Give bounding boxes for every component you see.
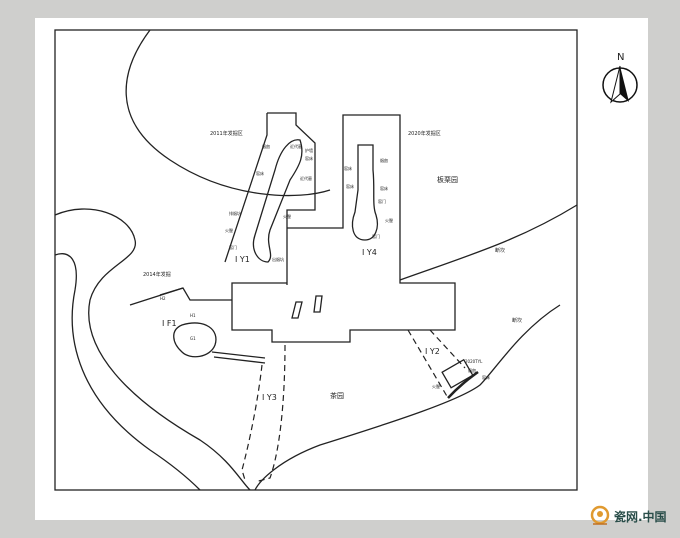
scarp-line xyxy=(254,304,561,491)
y1-note: 火膛 xyxy=(225,227,233,233)
y4-note: 窑床 xyxy=(346,183,354,189)
zone-2014-label: 2014年发掘 xyxy=(143,271,171,278)
kiln-y1-outline xyxy=(252,139,303,263)
pond-g1 xyxy=(173,322,217,358)
y2-note: 烟囱 xyxy=(468,367,476,373)
site-map: N 2011年发掘区 2020年发掘区 2014年发掘 板栗园 茶园 断坎 断坎… xyxy=(35,18,648,520)
y2-note: 2020TYL xyxy=(465,359,483,364)
y4-note: 窑床 xyxy=(380,185,388,191)
tea-garden-label: 茶园 xyxy=(330,391,344,400)
pit-label: H1 xyxy=(190,313,196,318)
pit-label: H2 xyxy=(160,296,166,301)
y4-note: 窑床 xyxy=(344,165,352,171)
zone-2014-boundary xyxy=(159,287,232,301)
zone-2011-boundary xyxy=(267,112,316,285)
zone-2020-label: 2020年发掘区 xyxy=(408,130,441,137)
channel xyxy=(211,351,266,364)
central-feature xyxy=(291,295,323,319)
kiln-y2-outline xyxy=(447,370,479,399)
y1-note: 窑门 xyxy=(229,244,237,250)
site-plan-drawing: N 2011年发掘区 2020年发掘区 2014年发掘 板栗园 茶园 断坎 断坎… xyxy=(54,29,638,491)
scarp-label: 断坎 xyxy=(512,317,522,324)
watermark-logo: 瓷网.中国 xyxy=(590,505,667,527)
y4-note: 窑门 xyxy=(378,198,386,204)
scarp-label: 断坎 xyxy=(495,247,505,254)
site-f1-label: I F1 xyxy=(162,319,177,328)
kiln-y3-label: I Y3 xyxy=(262,393,277,402)
watermark-text: 瓷网.中国 xyxy=(614,509,667,524)
kiln-y2-trench xyxy=(407,329,466,399)
north-arrow-icon xyxy=(602,65,638,104)
y4-note: 烟囱 xyxy=(380,157,388,163)
y1-note: 窑床 xyxy=(256,170,264,176)
y1-note: 近代墓 xyxy=(290,143,302,149)
y2-note: 火膛 xyxy=(432,383,440,389)
map-frame xyxy=(54,29,578,491)
zone-2011-label: 2011年发掘区 xyxy=(210,130,243,137)
y4-note: 火膛 xyxy=(385,217,393,223)
pit-label: G1 xyxy=(190,336,196,341)
terrain-contour xyxy=(54,253,201,491)
y1-note: 出烟坑 xyxy=(272,256,284,262)
kiln-y2-label: I Y2 xyxy=(425,347,440,356)
terrain-contour xyxy=(125,29,331,197)
kiln-y2-box xyxy=(441,358,474,389)
kiln-y1-label: I Y1 xyxy=(235,255,250,264)
kiln-y4-label: I Y4 xyxy=(362,248,377,257)
terrain-contour xyxy=(54,208,251,491)
zone-2020-boundary xyxy=(231,114,456,343)
y1-note: 窑床 xyxy=(305,155,313,161)
y4-note: 窑门 xyxy=(372,233,380,239)
terrain-contour xyxy=(399,204,578,281)
kiln-y4-outline xyxy=(351,144,379,241)
y1-note: 烟囱 xyxy=(262,143,270,149)
y2-note: 窑床 xyxy=(482,374,490,380)
north-label: N xyxy=(617,52,624,63)
y1-note: 火膛 xyxy=(283,213,291,219)
chestnut-garden-label: 板栗园 xyxy=(437,175,458,184)
kiln-y3-trench xyxy=(241,344,286,483)
y1-note: 护墙 xyxy=(305,147,313,153)
y1-note: 近代墓 xyxy=(300,175,312,181)
y1-note: 排烟坑 xyxy=(229,210,241,216)
zone-2014-boundary xyxy=(129,287,184,306)
zone-2011-boundary xyxy=(224,113,268,263)
logo-emblem-icon xyxy=(590,505,610,525)
